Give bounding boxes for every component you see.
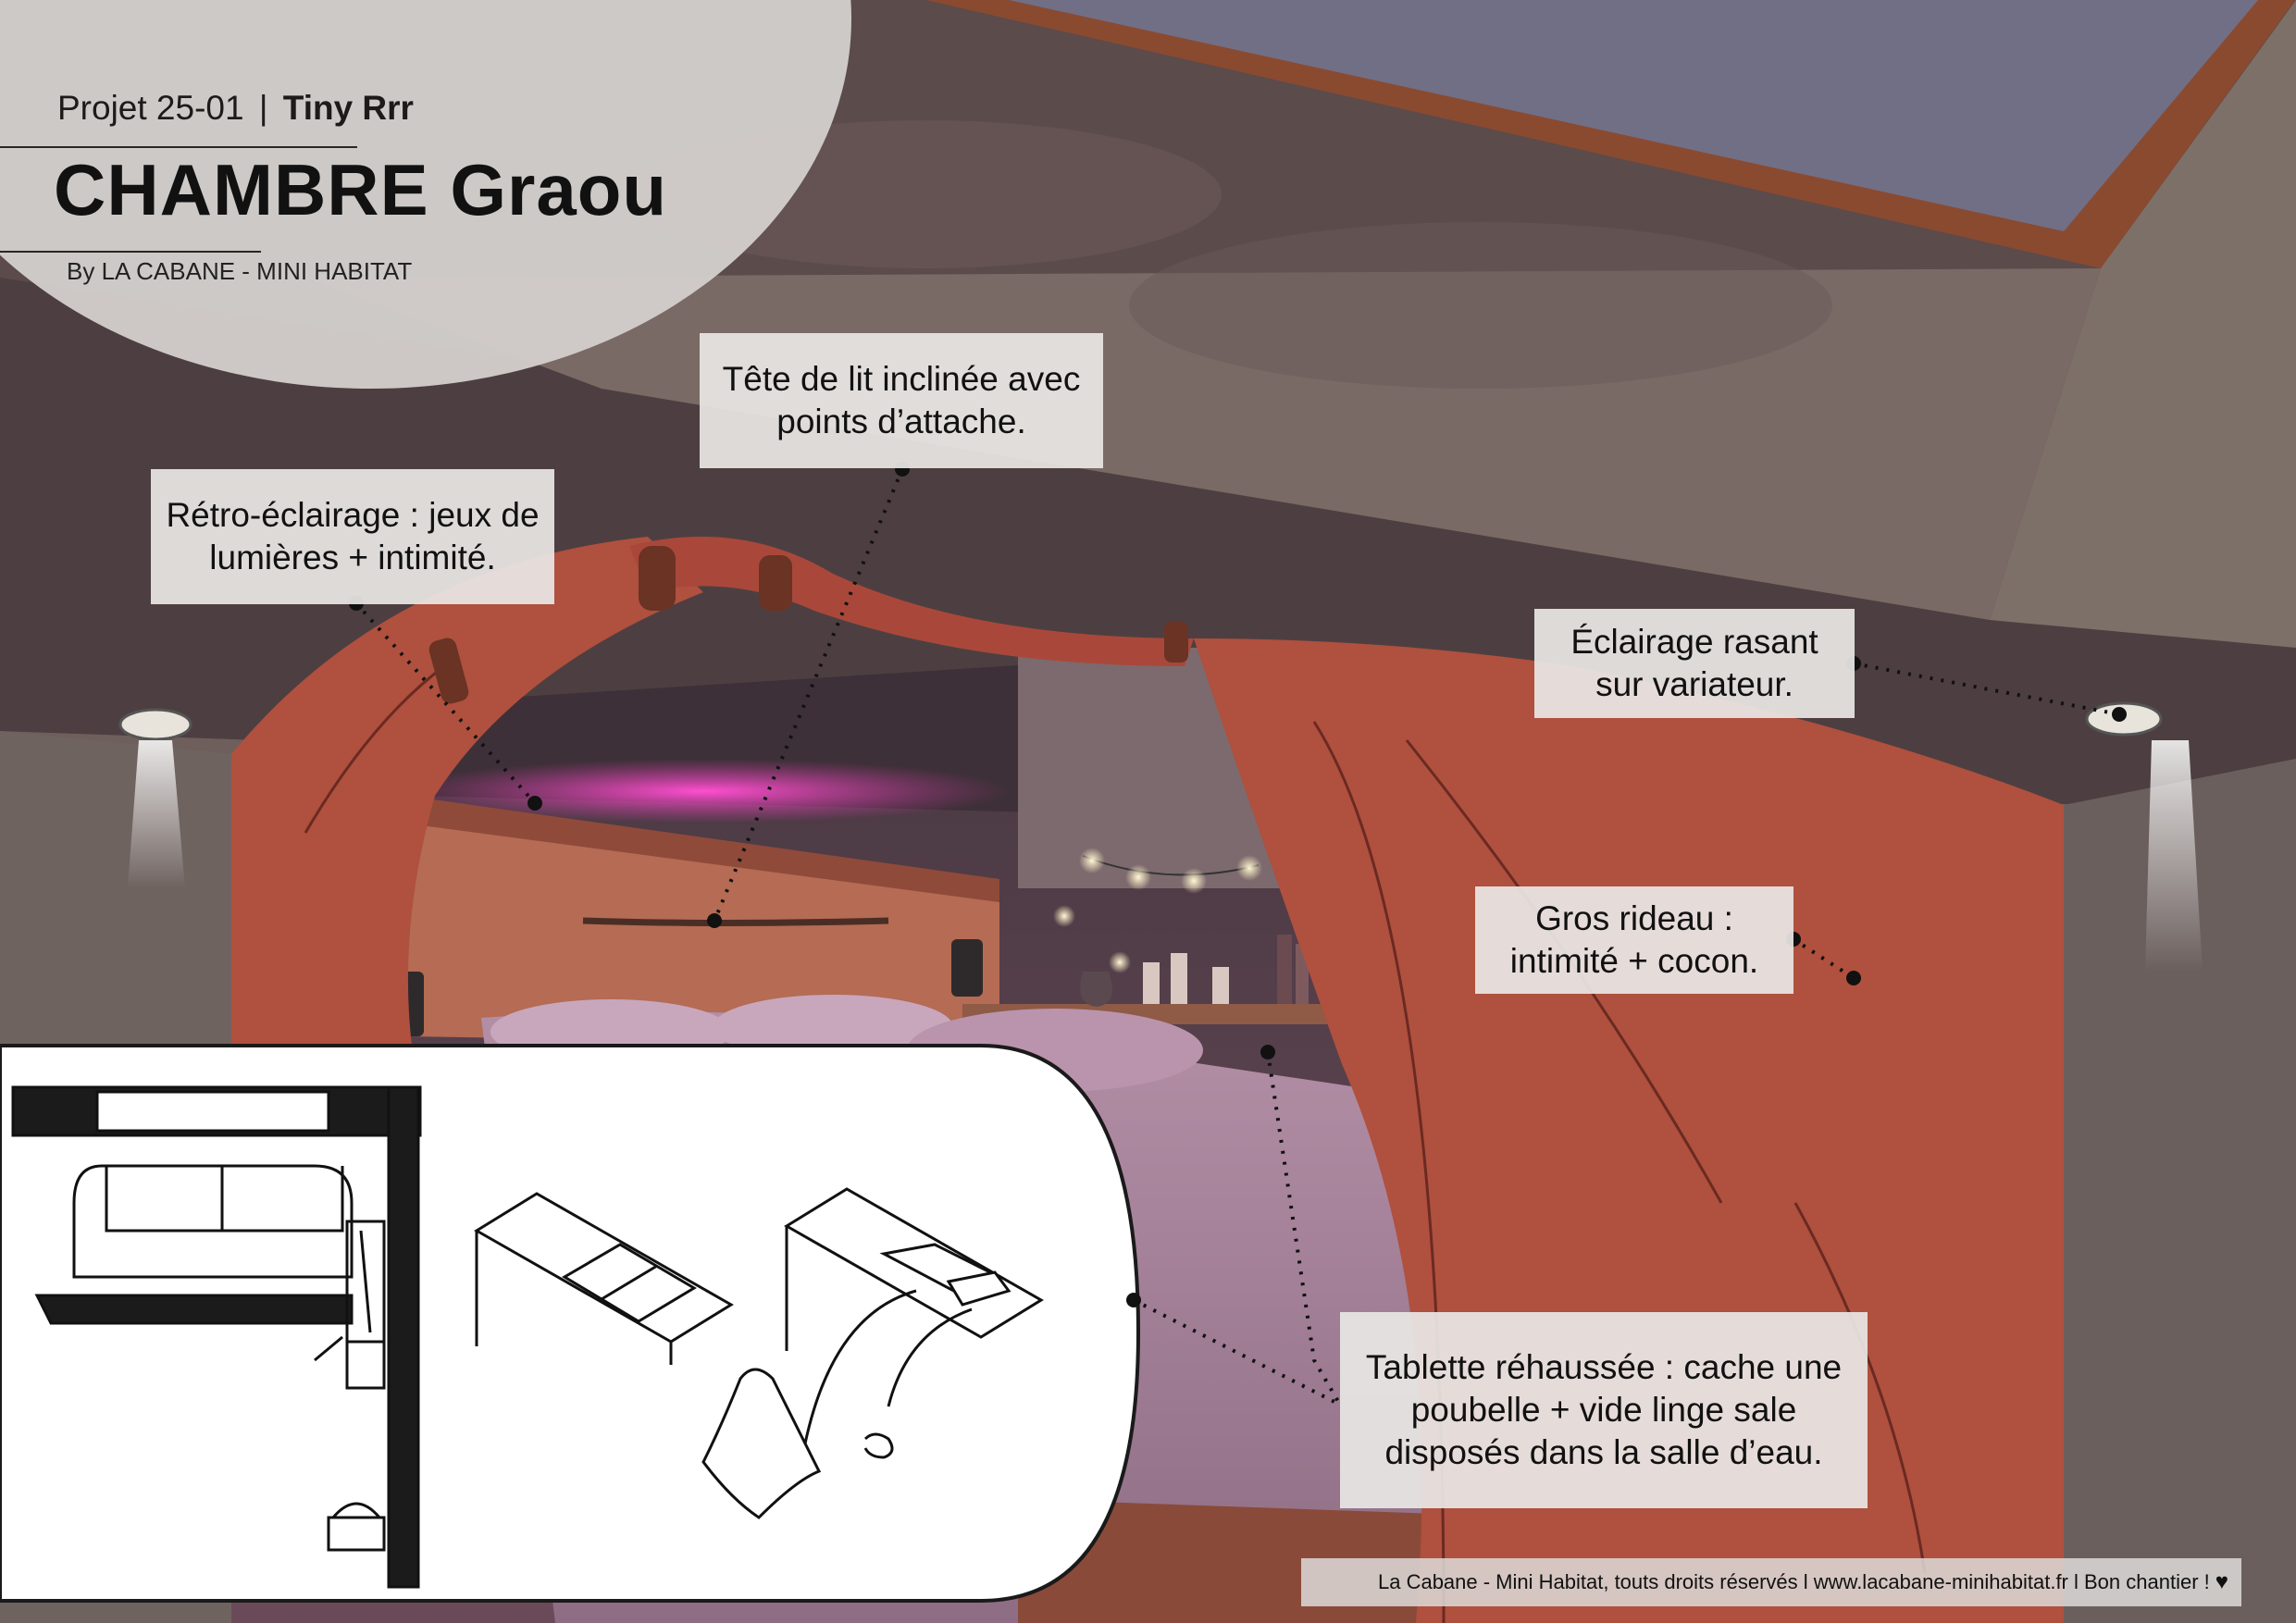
project-number: Projet 25-01	[57, 89, 244, 127]
candle	[1171, 953, 1187, 1004]
spotlight-left	[118, 708, 192, 741]
curtain-tieback	[759, 555, 792, 611]
light-bulb	[1236, 855, 1262, 881]
curtain-fold	[1793, 1202, 1927, 1574]
headboard-rope	[582, 917, 889, 926]
pillow	[713, 995, 953, 1059]
floor-plan-drawing	[11, 1085, 422, 1589]
skylight-glass	[990, 0, 2258, 231]
light-beam-left	[128, 740, 185, 888]
light-bulb	[1125, 864, 1151, 890]
leader-line-backlight	[354, 601, 537, 805]
title-rule-top	[0, 146, 357, 148]
light-bulb	[1053, 905, 1075, 927]
callout-curtain: Gros rideau : intimité + cocon.	[1475, 886, 1793, 994]
window-reveal	[1990, 0, 2296, 648]
candle	[1212, 967, 1229, 1004]
callout-curtain-text: Gros rideau : intimité + cocon.	[1509, 899, 1759, 980]
ceiling-shadow	[1129, 222, 1832, 389]
project-name: Tiny Rrr	[282, 89, 414, 127]
heart-icon: ♥	[2215, 1569, 2228, 1594]
callout-dot	[2112, 707, 2127, 722]
callout-dot	[527, 796, 542, 811]
curtain-tieback	[1164, 622, 1188, 663]
callout-backlight: Rétro-éclairage : jeux de lumières + int…	[151, 469, 554, 604]
callout-leaders	[354, 468, 2120, 1406]
candle	[1143, 962, 1160, 1004]
callout-shelf: Tablette réhaussée : cache une poubelle …	[1340, 1312, 1868, 1508]
callout-grazing-light: Éclairage rasant sur variateur.	[1534, 609, 1855, 718]
leader-line-headboard	[713, 468, 904, 922]
curtain-fold	[304, 664, 445, 834]
footer-credits: La Cabane - Mini Habitat, touts droits r…	[1301, 1558, 2241, 1606]
leader-line-curtain	[1792, 937, 1855, 980]
curtain-tieback	[639, 546, 676, 611]
plan-inset-panel	[0, 1044, 1141, 1603]
callout-dot	[1846, 971, 1861, 985]
callout-dot	[1260, 1045, 1275, 1059]
callout-grazing-light-text: Éclairage rasant sur variateur.	[1570, 623, 1818, 703]
byline: By LA CABANE - MINI HABITAT	[67, 257, 413, 285]
callout-dot	[1126, 1293, 1141, 1307]
footer-text: La Cabane - Mini Habitat, touts droits r…	[1377, 1570, 2210, 1593]
callout-headboard-text: Tête de lit inclinée avec points d’attac…	[722, 360, 1081, 440]
speaker	[951, 939, 983, 997]
headboard-top	[407, 796, 999, 902]
title-bubble	[0, 0, 851, 389]
curtain-left	[231, 537, 703, 1064]
light-beam-right	[2145, 740, 2203, 972]
right-wall	[2064, 759, 2296, 1623]
callout-backlight-text: Rétro-éclairage : jeux de lumières + int…	[166, 496, 540, 576]
curtain-tieback	[428, 638, 469, 704]
title-block: Projet 25-01 | Tiny Rrr CHAMBRE Graou By…	[0, 0, 833, 398]
light-bulb	[1181, 868, 1207, 894]
callout-dot	[707, 913, 722, 928]
page-title: CHAMBRE Graou	[54, 149, 668, 230]
callout-shelf-text: Tablette réhaussée : cache une poubelle …	[1365, 1348, 1843, 1471]
project-line: Projet 25-01 | Tiny Rrr	[57, 89, 414, 128]
book	[1277, 935, 1292, 1004]
shelf-detail-drawing	[474, 1187, 1044, 1519]
callout-headboard: Tête de lit inclinée avec points d’attac…	[700, 333, 1103, 468]
leader-line-shelf	[1266, 1051, 1342, 1406]
vase	[1080, 972, 1112, 1007]
project-separator: |	[258, 89, 268, 127]
light-bulb	[1109, 951, 1131, 973]
leader-line-grazing-light	[1853, 662, 2120, 716]
light-bulb	[1079, 848, 1105, 873]
title-rule-bottom	[0, 251, 261, 253]
